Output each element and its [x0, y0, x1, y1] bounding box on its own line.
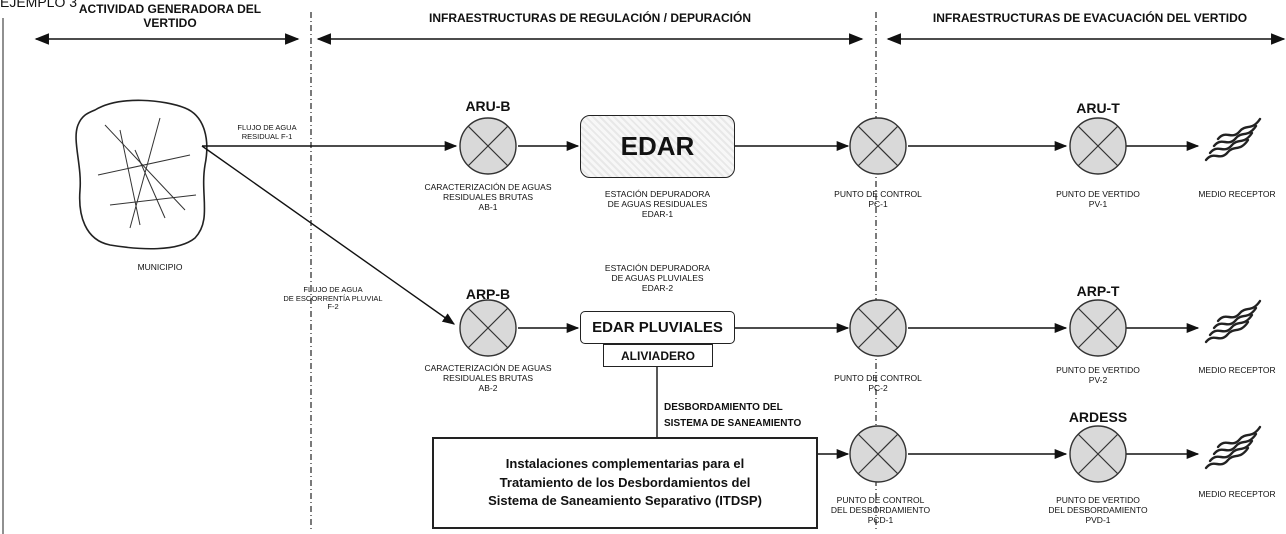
aru-t-label: ARU-T — [1076, 100, 1120, 116]
aru-b-caption-2: RESIDUALES BRUTAS — [442, 191, 534, 202]
pcd-1-caption-2: DEL DESBORDAMIENTO — [830, 504, 931, 515]
aru-b-caption: CARACTERIZACIÓN DE AGUAS RESIDUALES BRUT… — [405, 182, 571, 212]
edar-caption-1: ESTACIÓN DEPURADORA — [604, 189, 711, 199]
flow-f2-line3: F-2 — [327, 302, 339, 312]
pv-2-caption-1: PUNTO DE VERTIDO — [1056, 365, 1140, 375]
municipio-shape — [75, 99, 208, 250]
header-actividad: ACTIVIDAD GENERADORA DEL VERTIDO — [55, 2, 285, 31]
pvd-1-caption-3: PVD-1 — [1085, 514, 1111, 525]
node-ardess — [1069, 425, 1127, 483]
pv-1-caption-1: PUNTO DE VERTIDO — [1056, 189, 1140, 199]
municipio-label: MUNICIPIO — [137, 262, 183, 272]
pcd-1-caption-1: PUNTO DE CONTROL — [836, 495, 925, 505]
water-icon-3 — [1204, 425, 1262, 470]
arp-b-caption: CARACTERIZACIÓN DE AGUAS RESIDUALES BRUT… — [405, 363, 571, 393]
aru-b-caption-1: CARACTERIZACIÓN DE AGUAS — [424, 182, 552, 192]
edar-caption: ESTACIÓN DEPURADORA DE AGUAS RESIDUALES … — [580, 189, 735, 219]
receptor-2-label: MEDIO RECEPTOR — [1198, 365, 1276, 375]
receptor-3-label: MEDIO RECEPTOR — [1198, 489, 1276, 499]
edarp-label: EDAR PLUVIALES — [592, 319, 723, 336]
node-aru-t — [1069, 117, 1127, 175]
flow-f1-label: FLUJO DE AGUA RESIDUAL F-1 — [212, 123, 322, 141]
flow-f1-line1: FLUJO DE AGUA — [237, 123, 297, 132]
pc-2-caption-1: PUNTO DE CONTROL — [834, 373, 922, 383]
itdsp-line2: Tratamiento de los Desbordamientos del — [499, 474, 751, 490]
flow-f2-label: FLUJO DE AGUA DE ESCORRENTÍA PLUVIAL F-2 — [268, 285, 398, 312]
pcd-1-caption: PUNTO DE CONTROL DEL DESBORDAMIENTO PCD-… — [818, 495, 943, 525]
pc-1-caption-2: PC-1 — [868, 198, 888, 209]
header-actividad-line1: ACTIVIDAD GENERADORA DEL — [78, 2, 262, 16]
node-arp-t — [1069, 299, 1127, 357]
arp-b-label: ARP-B — [465, 286, 511, 302]
header-actividad-line2: VERTIDO — [143, 15, 197, 30]
arp-t-label: ARP-T — [1076, 283, 1120, 299]
pvd-1-caption-1: PUNTO DE VERTIDO — [1056, 495, 1140, 505]
pc-2-caption-2: PC-2 — [868, 382, 888, 393]
node-aru-b — [459, 117, 517, 175]
edarp-caption-3: EDAR-2 — [641, 282, 674, 293]
itdsp-box: Instalaciones complementarias para el Tr… — [432, 437, 818, 529]
node-pc-2 — [849, 299, 907, 357]
pc-1-caption: PUNTO DE CONTROL PC-1 — [818, 189, 938, 210]
edarp-caption-1: ESTACIÓN DEPURADORA — [604, 263, 711, 273]
pcd-1-caption-3: PCD-1 — [867, 514, 894, 525]
water-icon-1 — [1204, 117, 1262, 162]
pc-1-caption-1: PUNTO DE CONTROL — [834, 189, 922, 199]
ardess-label: ARDESS — [1068, 409, 1128, 425]
pvd-1-caption-2: DEL DESBORDAMIENTO — [1048, 504, 1148, 515]
header-regulacion: INFRAESTRUCTURAS DE REGULACIÓN / DEPURAC… — [428, 11, 751, 25]
node-pcd-1 — [849, 425, 907, 483]
itdsp-line1: Instalaciones complementarias para el — [505, 455, 745, 471]
edarp-caption: ESTACIÓN DEPURADORA DE AGUAS PLUVIALES E… — [580, 263, 735, 293]
top-left-fragment: EJEMPLO 3 — [0, 0, 78, 10]
aru-b-label: ARU-B — [465, 98, 511, 114]
overflow-note-line2: SISTEMA DE SANEAMIENTO — [664, 418, 802, 429]
node-arp-b — [459, 299, 517, 357]
pvd-1-caption: PUNTO DE VERTIDO DEL DESBORDAMIENTO PVD-… — [1033, 495, 1163, 525]
flow-f1-line2: RESIDUAL F-1 — [241, 131, 293, 141]
municipio-streets — [97, 117, 197, 229]
flow-f2-line2: DE ESCORRENTÍA PLUVIAL — [283, 293, 383, 303]
pv-1-caption-2: PV-1 — [1088, 198, 1108, 209]
aru-b-caption-3: AB-1 — [478, 201, 498, 212]
arp-b-caption-1: CARACTERIZACIÓN DE AGUAS — [424, 363, 552, 373]
pv-2-caption: PUNTO DE VERTIDO PV-2 — [1038, 365, 1158, 386]
edar-caption-3: EDAR-1 — [641, 208, 674, 219]
flow-f2 — [201, 145, 456, 325]
pc-2-caption: PUNTO DE CONTROL PC-2 — [818, 373, 938, 394]
edar-caption-2: DE AGUAS RESIDUALES — [607, 198, 708, 209]
header-evacuacion: INFRAESTRUCTURAS DE EVACUACIÓN DEL VERTI… — [932, 11, 1248, 25]
itdsp-line3: Sistema de Saneamiento Separativo (ITDSP… — [488, 493, 762, 509]
pv-1-caption: PUNTO DE VERTIDO PV-1 — [1038, 189, 1158, 210]
itdsp-text: Instalaciones complementarias para el Tr… — [488, 455, 762, 512]
edar-label: EDAR — [620, 131, 695, 161]
pv-2-caption-2: PV-2 — [1088, 374, 1108, 385]
water-icon-2 — [1204, 299, 1262, 344]
aliviadero-box: ALIVIADERO — [603, 344, 713, 367]
node-pc-1 — [849, 117, 907, 175]
overflow-note: DESBORDAMIENTO DEL SISTEMA DE SANEAMIENT… — [664, 400, 844, 432]
aliviadero-label: ALIVIADERO — [620, 348, 695, 363]
overflow-note-line1: DESBORDAMIENTO DEL — [664, 402, 783, 413]
flow-f2-line1: FLUJO DE AGUA — [303, 285, 363, 294]
edarp-box: EDAR PLUVIALES — [580, 311, 735, 344]
edarp-caption-2: DE AGUAS PLUVIALES — [611, 272, 704, 283]
edar-box: EDAR — [580, 115, 735, 178]
receptor-1-label: MEDIO RECEPTOR — [1198, 189, 1276, 199]
arp-b-caption-2: RESIDUALES BRUTAS — [442, 372, 534, 383]
arp-b-caption-3: AB-2 — [478, 382, 498, 393]
